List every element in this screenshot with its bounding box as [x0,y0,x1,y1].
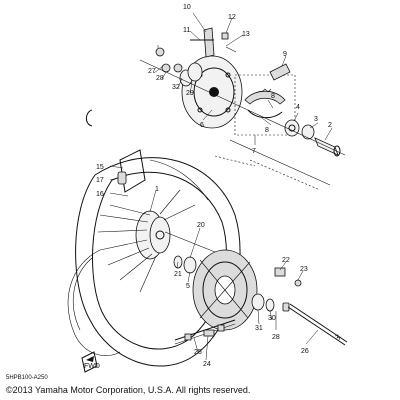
fwd-label: FWD [84,363,100,370]
cam-lever [190,27,237,58]
fwd-arrow-icon: FWD [81,351,100,373]
callout-12: 12 [228,14,236,21]
callout-11: 11 [183,27,190,34]
callout-26: 26 [301,348,309,355]
callout-20: 20 [197,222,205,229]
callout-4: 4 [296,104,300,111]
axle-collar [269,63,341,157]
callout-24: 24 [203,361,211,368]
wheel-hub [97,189,196,293]
callout-27: 27 [148,68,156,75]
callout-28a: 28 [156,75,164,82]
callout-leaders [109,12,333,361]
callout-23: 23 [300,266,308,273]
drive-chain [174,319,236,345]
callout-25: 25 [194,349,202,356]
rear-axle [282,302,348,346]
chain-puller [274,267,302,287]
callout-10: 10 [183,4,191,11]
small-hardware [155,47,203,87]
callout-21: 21 [174,271,182,278]
callout-1: 1 [155,186,159,193]
callout-28b: 28 [272,334,280,341]
rear-sprocket [192,249,258,331]
callout-32: 32 [172,84,180,91]
callout-16: 16 [96,191,104,198]
brake-shoe-set [234,74,296,136]
axle-washers [251,293,275,312]
rim-band [117,149,146,193]
callout-17: 17 [96,177,104,184]
callout-7: 7 [252,148,256,155]
rear-tire [67,109,241,367]
callout-30: 30 [268,315,276,322]
callout-labels: 1 2 3 4 5 6 7 8 8 9 10 11 12 13 15 16 17… [96,4,332,368]
callout-5: 5 [186,283,190,290]
callout-13: 13 [242,31,250,38]
callout-3: 3 [314,116,318,123]
callout-9: 9 [283,51,287,58]
callout-29: 29 [186,90,194,97]
callout-31: 31 [255,325,263,332]
callout-8b: 8 [265,127,269,134]
copyright-notice: ©2013 Yamaha Motor Corporation, U.S.A. A… [6,385,251,395]
callout-8a: 8 [271,93,275,100]
callout-6: 6 [200,122,204,129]
callout-15: 15 [96,164,104,171]
callout-22: 22 [282,257,290,264]
diagram-code: 5HPB100-A250 [6,375,48,381]
callout-2: 2 [328,122,332,129]
